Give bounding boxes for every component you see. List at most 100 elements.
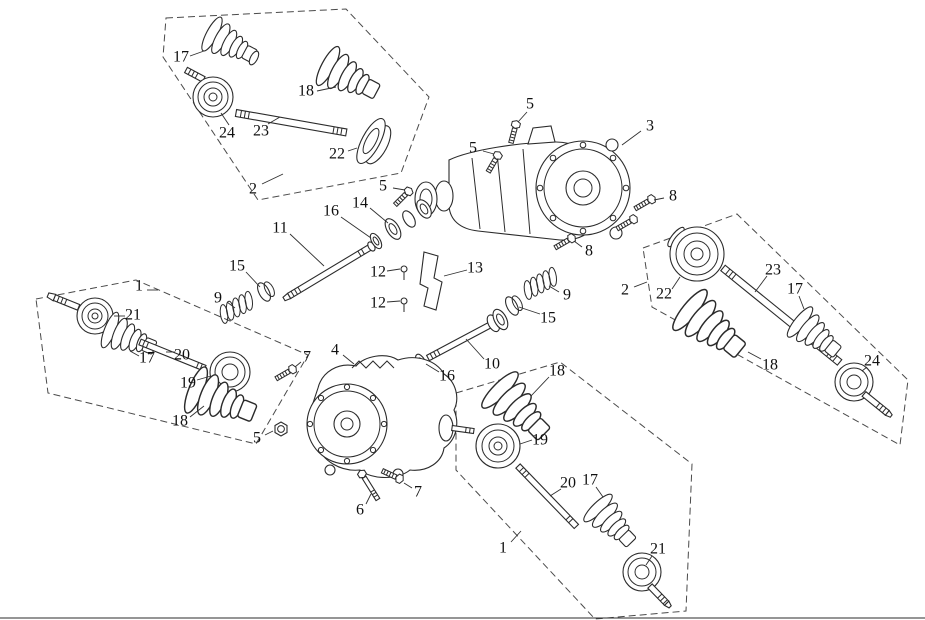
leader-line-5 [264, 430, 274, 436]
propeller-shaft-11 [282, 241, 376, 302]
callout-2: 2 [249, 181, 257, 198]
leader-line-3 [621, 130, 642, 146]
inner-cv-joint-19 [209, 351, 251, 393]
callout-17: 17 [582, 472, 598, 489]
inner-cv-joint-24 [192, 76, 234, 118]
callout-1: 1 [135, 278, 143, 295]
front-axle-shaft-left [46, 292, 264, 437]
callout-4: 4 [331, 342, 339, 359]
callout-20: 20 [560, 475, 576, 492]
rear-axle-right-group-outline [642, 213, 909, 446]
callout-21: 21 [650, 541, 666, 558]
leader-line-7 [294, 361, 302, 368]
callout-8: 8 [585, 243, 593, 260]
cover-bolt-8 [632, 193, 658, 213]
parts-artwork-layer [0, 14, 925, 619]
inner-cv-joint-19 [475, 423, 521, 469]
rear-gearcase [391, 119, 658, 252]
rear-axle-shaft-right [667, 226, 893, 418]
callout-22: 22 [656, 286, 672, 303]
leader-line-10 [465, 338, 485, 360]
callout-6: 6 [356, 502, 364, 519]
bolt-7 [273, 363, 299, 383]
leader-line-18 [316, 86, 337, 92]
leader-line-19 [519, 439, 533, 445]
callout-1: 1 [499, 540, 507, 557]
leader-line-17 [798, 295, 805, 310]
leader-line-13 [443, 269, 468, 277]
front-axle-shaft-right [475, 366, 672, 609]
leader-line-8 [573, 240, 583, 248]
leader-line-18 [747, 351, 762, 360]
callout-5: 5 [469, 140, 477, 157]
spring-9 [516, 264, 564, 303]
callout-13: 13 [467, 260, 483, 277]
leader-line-23 [267, 116, 281, 125]
front-gearcase [273, 355, 475, 502]
output-coupling-shaft [412, 308, 509, 373]
callout-12: 12 [370, 264, 386, 281]
leader-line-16 [425, 363, 440, 373]
callout-16: 16 [439, 368, 455, 385]
leader-line-22 [347, 147, 358, 152]
leader-line-4 [342, 354, 355, 365]
spring-seat-15 [257, 281, 275, 302]
callout-23: 23 [253, 123, 269, 140]
callout-18: 18 [298, 83, 314, 100]
seal-14 [384, 218, 402, 240]
leader-line-11 [289, 233, 325, 267]
leader-line-9 [226, 301, 236, 309]
callout-20: 20 [174, 347, 190, 364]
leader-line-1 [510, 530, 522, 543]
callout-18: 18 [172, 413, 188, 430]
callout-9: 9 [563, 287, 571, 304]
callout-15: 15 [540, 310, 556, 327]
leader-line-15 [518, 306, 541, 315]
leader-line-23 [754, 275, 768, 293]
leader-line-20 [549, 488, 562, 497]
leader-line-17 [595, 486, 604, 498]
callout-5: 5 [253, 430, 261, 447]
mount-bolt-6 [356, 469, 381, 502]
flange-bolt-5 [506, 119, 522, 145]
callout-15: 15 [229, 258, 245, 275]
propshaft-and-pinion [282, 199, 432, 302]
rear-propshaft-boot-kit [183, 14, 392, 165]
callout-2: 2 [621, 282, 629, 299]
outer-cv-joint-24 [834, 362, 874, 402]
callout-8: 8 [669, 188, 677, 205]
callout-24: 24 [219, 125, 235, 142]
bearing-flange-22 [356, 117, 392, 165]
leader-line-24 [220, 112, 230, 126]
callout-11: 11 [272, 220, 287, 237]
leader-line-12 [386, 268, 401, 272]
leader-line-17 [129, 350, 140, 357]
leader-line-12 [386, 300, 401, 303]
callout-9: 9 [214, 290, 222, 307]
axle-shaft-20 [515, 463, 580, 530]
callout-3: 3 [646, 118, 654, 135]
callout-5: 5 [379, 178, 387, 195]
callout-7: 7 [303, 349, 311, 366]
callout-17: 17 [173, 49, 189, 66]
nut-5 [274, 421, 288, 437]
outer-cv-joint-21 [622, 552, 662, 592]
leader-line-5 [392, 187, 406, 191]
group-outline-layer [35, 8, 909, 620]
leader-line-24 [861, 366, 868, 372]
callout-19: 19 [532, 432, 548, 449]
leader-line-17 [189, 50, 205, 57]
leader-line-16 [340, 216, 372, 239]
leader-line-21 [645, 555, 653, 566]
leader-line-9 [548, 285, 560, 293]
leader-line-7 [403, 482, 413, 489]
callout-17: 17 [787, 281, 803, 298]
callout-23: 23 [765, 262, 781, 279]
leader-line-8 [653, 197, 665, 201]
inner-cv-joint-22 [669, 226, 725, 282]
axle-shaft-23 [234, 108, 348, 137]
front-axle-left-group-outline [35, 279, 309, 445]
leader-line-18 [189, 405, 205, 418]
